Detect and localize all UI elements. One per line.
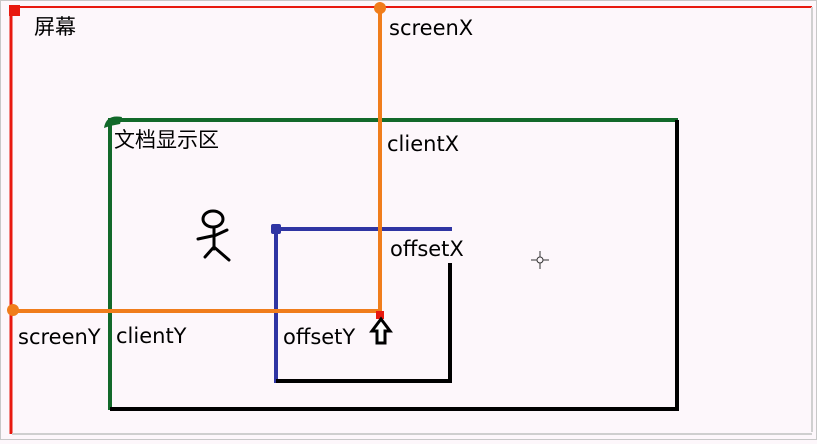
screen-y-label: screenY [18, 325, 101, 349]
mouse-arrow-icon [369, 316, 393, 345]
screen-x-label: screenX [389, 16, 474, 40]
client-x-label: clientX [387, 132, 460, 156]
element-origin-marker [271, 224, 281, 234]
screen-y-marker [7, 304, 19, 316]
document-area-label: 文档显示区 [114, 128, 219, 152]
document-origin-marker [104, 116, 122, 128]
mouse-point-marker [376, 311, 384, 319]
stick-figure-icon [196, 209, 231, 262]
crosshair-cursor-icon [531, 251, 549, 269]
screen-x-marker [374, 2, 386, 14]
screen-label: 屏幕 [34, 15, 76, 39]
screen-origin-marker [9, 5, 20, 16]
offset-x-label: offsetX [390, 237, 464, 261]
client-y-label: clientY [116, 324, 187, 348]
offset-y-label: offsetY [283, 325, 356, 349]
